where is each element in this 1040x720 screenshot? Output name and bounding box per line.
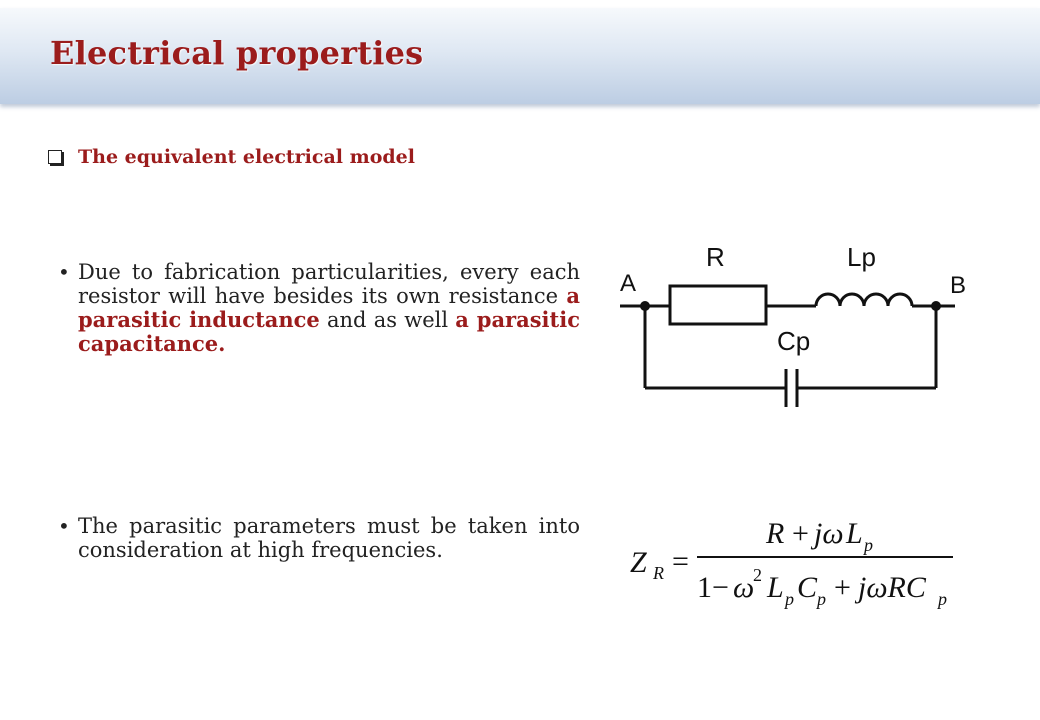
numerator-l: L — [845, 517, 863, 550]
denominator-minus: − — [712, 571, 729, 604]
denominator-l: L — [766, 571, 784, 604]
bullet-text: Due to fabrication particularities, ever… — [78, 260, 580, 356]
highlight-text: a parasitic capacitance. — [78, 307, 580, 356]
inductor-label: Lp — [847, 242, 876, 272]
bullet-text-part: and as well — [319, 308, 456, 332]
bullet-item: • Due to fabrication particularities, ev… — [58, 260, 580, 356]
denominator-jwrc: jωRC — [854, 571, 927, 604]
denominator-l-subscript: p — [783, 589, 794, 609]
denominator-plus: + — [834, 571, 851, 604]
circuit-diagram: A B R Lp Cp — [620, 242, 966, 407]
resistor-label: R — [706, 242, 725, 272]
bullet-text-part: Due to fabrication particularities, ever… — [78, 260, 580, 308]
capacitor-label: Cp — [777, 326, 810, 356]
denominator-omega: ω — [733, 571, 754, 604]
denominator-c2-subscript: p — [936, 589, 947, 609]
denominator-c-subscript: p — [815, 589, 826, 609]
highlight-text: a parasitic inductance — [78, 283, 580, 332]
resistor-symbol — [668, 284, 768, 326]
bullet-text: The parasitic parameters must be taken i… — [78, 514, 580, 562]
numerator-plus: + — [792, 517, 809, 550]
node-b-label: B — [950, 272, 966, 299]
title-bar — [0, 8, 1040, 104]
denominator-omega-exponent: 2 — [753, 565, 762, 585]
node-a-dot — [640, 301, 650, 311]
node-b-dot — [931, 301, 941, 311]
denominator-c: C — [797, 571, 818, 604]
formula-lhs: Z — [630, 546, 647, 579]
denominator-one: 1 — [697, 571, 712, 604]
impedance-formula: Z R = R + jω L p 1 − ω 2 L p C p + jωRC … — [630, 517, 953, 609]
node-a-label: A — [620, 270, 636, 297]
numerator-jw: jω — [810, 517, 844, 550]
inductor-symbol — [814, 292, 914, 307]
section-heading-text: The equivalent electrical model — [78, 146, 415, 168]
page-title: Electrical properties — [50, 34, 424, 72]
bullet-item: • The parasitic parameters must be taken… — [58, 514, 580, 562]
bullet-dot-icon: • — [58, 260, 70, 284]
numerator-r: R — [765, 517, 784, 550]
formula-lhs-subscript: R — [652, 563, 664, 583]
checkbox-bullet-icon — [48, 150, 62, 164]
formula-equals: = — [672, 545, 689, 578]
numerator-l-subscript: p — [862, 535, 873, 555]
bullet-dot-icon: • — [58, 514, 70, 538]
section-heading: The equivalent electrical model — [48, 146, 415, 168]
